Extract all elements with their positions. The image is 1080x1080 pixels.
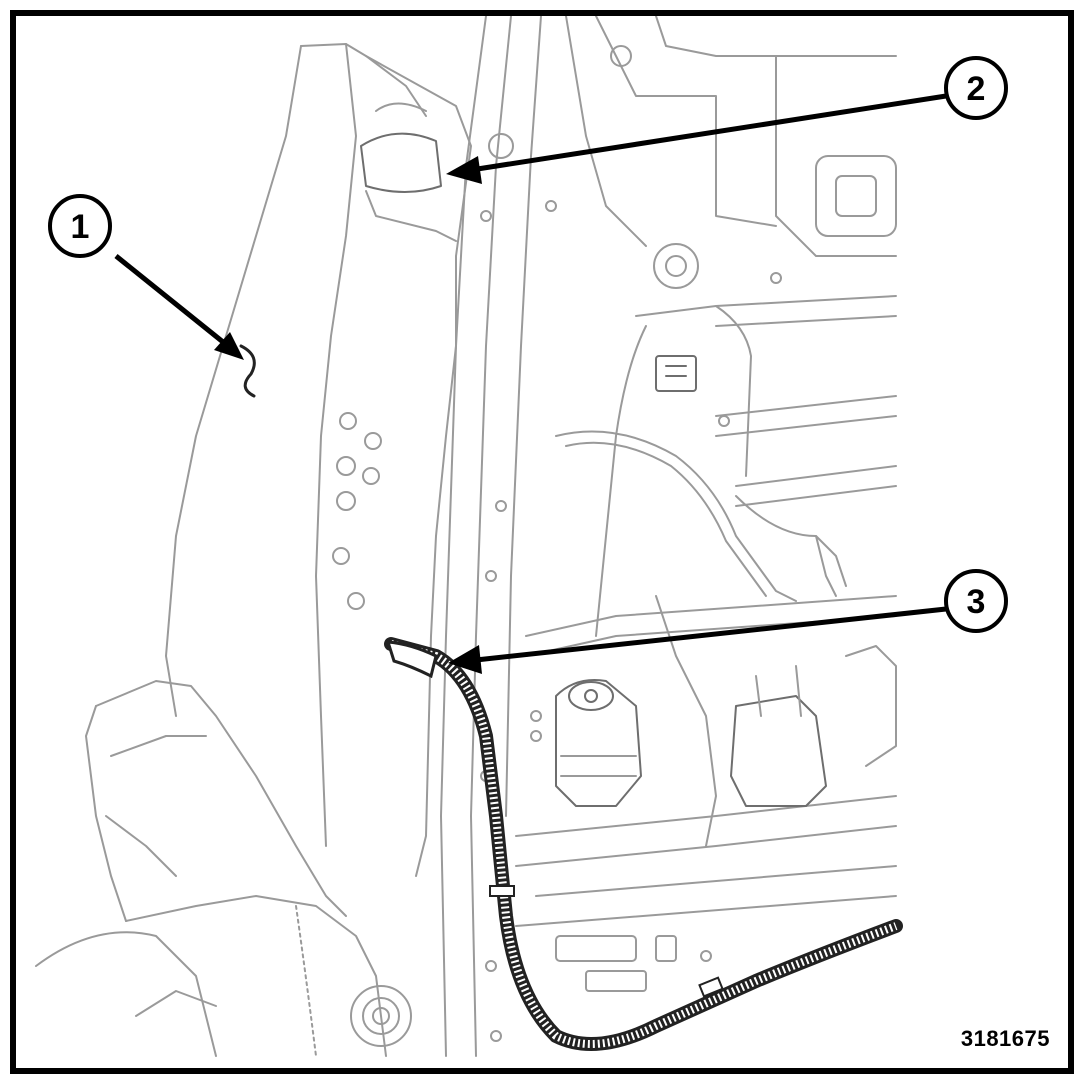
wire-harness [384,637,903,1051]
seat-motor [555,679,642,807]
callout-2-label: 2 [967,70,986,108]
leader-2 [446,93,947,184]
item-1-marker [239,344,256,398]
diagram-frame: 1 2 3 3181675 [10,10,1074,1074]
callout-1: 1 [48,194,112,258]
leader-3 [448,606,947,674]
seat-frame [440,16,897,1057]
seat-cushion [35,680,412,1057]
callout-3-label: 3 [967,583,986,621]
callout-2: 2 [944,56,1008,120]
leader-1 [114,254,244,360]
callout-3: 3 [944,569,1008,633]
callout-1-label: 1 [71,208,90,246]
figure-id: 3181675 [960,1026,1050,1051]
seat-back [165,43,472,877]
seat-diagram: 1 2 3 [35,16,1008,1057]
